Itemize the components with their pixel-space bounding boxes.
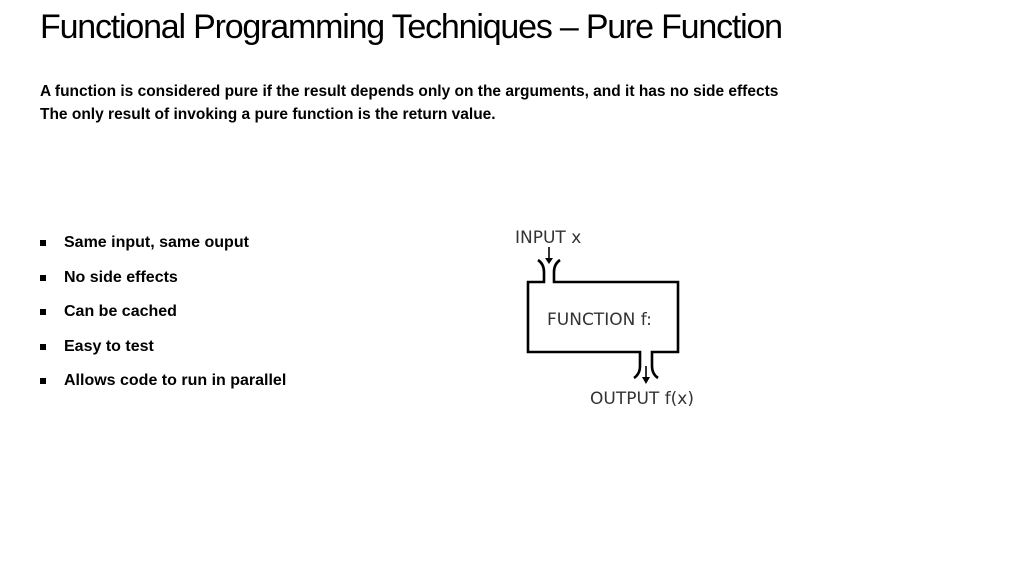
bullet-item: Same input, same ouput: [40, 231, 286, 266]
bullet-text: No side effects: [64, 268, 178, 286]
input-arrowhead-icon: [545, 258, 553, 264]
diagram-function-label: FUNCTION f:: [547, 310, 652, 330]
bullet-text: Can be cached: [64, 303, 177, 320]
slide-title: Functional Programming Techniques – Pure…: [40, 8, 783, 46]
bullet-item: Allows code to run in parallel: [40, 369, 286, 404]
intro-line-1: A function is considered pure if the res…: [40, 83, 779, 100]
square-bullet-icon: [40, 378, 46, 384]
output-arrowhead-icon: [642, 377, 650, 384]
bullet-text: Easy to test: [64, 337, 154, 355]
square-bullet-icon: [40, 309, 46, 315]
pure-function-diagram: INPUT x FUNCTION f: OUTPUT f(x): [515, 228, 694, 409]
bullet-item: Easy to test: [40, 335, 286, 370]
bullet-list: Same input, same ouput No side effects C…: [40, 231, 286, 404]
square-bullet-icon: [40, 343, 46, 350]
diagram-input-label: INPUT x: [515, 228, 581, 248]
bullet-text: Allows code to run in parallel: [64, 372, 287, 389]
function-box: [526, 258, 680, 380]
bullet-item: Can be cached: [40, 300, 286, 335]
intro-line-2: The only result of invoking a pure funct…: [40, 106, 496, 123]
bullet-item: No side effects: [40, 266, 286, 301]
intro-text: A function is considered pure if the res…: [40, 80, 778, 126]
diagram-output-label: OUTPUT f(x): [590, 389, 694, 409]
square-bullet-icon: [40, 274, 46, 281]
square-bullet-icon: [40, 240, 46, 246]
bullet-text: Same input, same ouput: [64, 234, 249, 251]
